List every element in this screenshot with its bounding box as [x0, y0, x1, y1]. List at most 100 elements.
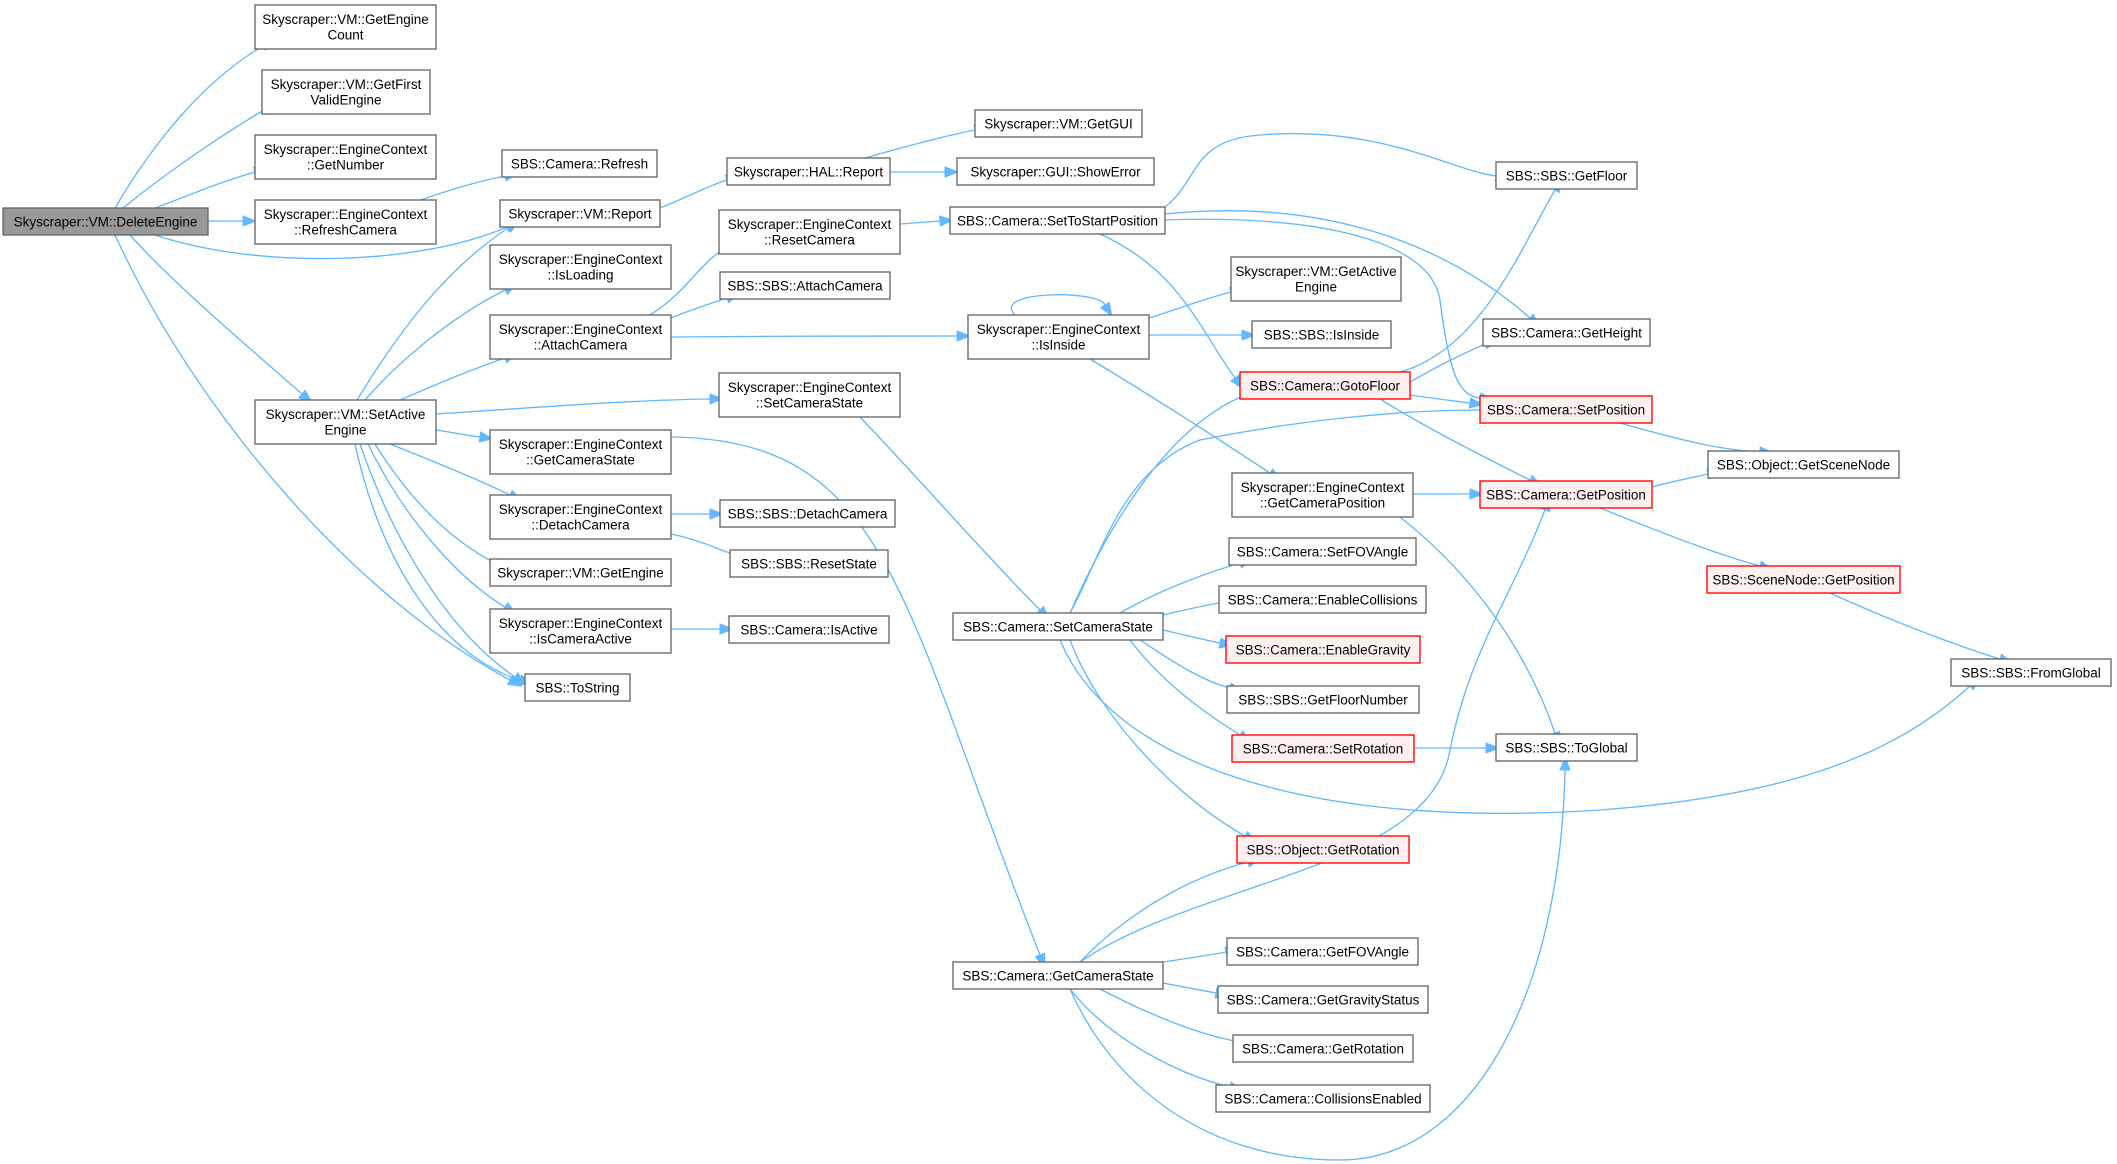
node-label: SBS::SBS::FromGlobal: [1961, 665, 2101, 680]
graph-node-getposition[interactable]: SBS::Camera::GetPosition: [1479, 480, 1653, 509]
node-label: Skyscraper::EngineContext: [264, 207, 428, 222]
graph-node-resetstate[interactable]: SBS::SBS::ResetState: [729, 549, 889, 578]
graph-node-gotofloor[interactable]: SBS::Camera::GotoFloor: [1239, 371, 1411, 400]
graph-node-tostring[interactable]: SBS::ToString: [524, 673, 631, 702]
node-label: Skyscraper::VM::GetEngine: [262, 12, 429, 27]
graph-node-settostart[interactable]: SBS::Camera::SetToStartPosition: [949, 206, 1166, 235]
edge-line: [1651, 473, 1709, 488]
graph-node-ctxattach[interactable]: Skyscraper::EngineContext::AttachCamera: [489, 314, 672, 360]
node-label: SBS::Object::GetRotation: [1246, 842, 1399, 857]
graph-node-showerror[interactable]: Skyscraper::GUI::ShowError: [956, 157, 1155, 186]
node-label: Engine: [1295, 280, 1337, 295]
node-label: SBS::Camera::CollisionsEnabled: [1224, 1091, 1421, 1106]
graph-node-ctxiscamactive[interactable]: Skyscraper::EngineContext::IsCameraActiv…: [489, 608, 672, 654]
edge-line: [1010, 294, 1106, 316]
node-label: Skyscraper::EngineContext: [499, 437, 663, 452]
graph-node-objgetrotation[interactable]: SBS::Object::GetRotation: [1236, 835, 1410, 864]
node-box: [1479, 480, 1653, 509]
graph-node-vmreport[interactable]: Skyscraper::VM::Report: [499, 199, 661, 228]
graph-node-setfovangle[interactable]: SBS::Camera::SetFOVAngle: [1228, 537, 1417, 566]
graph-node-enablecollisions[interactable]: SBS::Camera::EnableCollisions: [1218, 585, 1427, 614]
call-edge: [1599, 507, 1774, 572]
node-label: Skyscraper::EngineContext: [1241, 480, 1405, 495]
graph-node-camgetstate[interactable]: SBS::Camera::GetCameraState: [952, 961, 1164, 990]
node-label: Skyscraper::EngineContext: [499, 322, 663, 337]
graph-node-scenegetpos[interactable]: SBS::SceneNode::GetPosition: [1706, 565, 1901, 594]
graph-node-refreshcamera[interactable]: Skyscraper::EngineContext::RefreshCamera: [254, 199, 437, 245]
node-box: [726, 157, 891, 186]
graph-node-enablegravity[interactable]: SBS::Camera::EnableGravity: [1225, 635, 1421, 664]
graph-node-ctxsetcamstate[interactable]: Skyscraper::EngineContext::SetCameraStat…: [718, 372, 901, 418]
call-edge: [890, 166, 960, 178]
node-box: [952, 961, 1164, 990]
node-label: Count: [327, 28, 363, 43]
node-box: [254, 134, 437, 180]
graph-node-camrefresh[interactable]: SBS::Camera::Refresh: [501, 149, 658, 178]
node-box: [261, 69, 431, 115]
graph-node-getfloornumber[interactable]: SBS::SBS::GetFloorNumber: [1226, 685, 1420, 714]
edge-line: [154, 171, 256, 209]
node-label: SBS::Camera::SetPosition: [1487, 402, 1645, 417]
node-label: SBS::ToString: [535, 680, 619, 695]
node-label: ValidEngine: [310, 93, 381, 108]
graph-node-getscenenode[interactable]: SBS::Object::GetSceneNode: [1707, 450, 1900, 479]
node-label: Skyscraper::VM::GetActive: [1235, 264, 1396, 279]
call-edge: [114, 234, 523, 687]
graph-node-camgetrotation[interactable]: SBS::Camera::GetRotation: [1232, 1034, 1414, 1063]
graph-node-isloading[interactable]: Skyscraper::EngineContext::IsLoading: [489, 244, 672, 290]
graph-node-ctxdetach[interactable]: Skyscraper::EngineContext::DetachCamera: [489, 494, 672, 540]
graph-node-camisactive[interactable]: SBS::Camera::IsActive: [728, 615, 890, 644]
node-label: SBS::Camera::SetRotation: [1243, 741, 1404, 756]
graph-node-ctxisinside[interactable]: Skyscraper::EngineContext::IsInside: [967, 314, 1150, 360]
node-label: ::RefreshCamera: [294, 223, 397, 238]
graph-node-sbsdetach[interactable]: SBS::SBS::DetachCamera: [719, 499, 896, 528]
graph-node-togloabl[interactable]: SBS::SBS::ToGlobal: [1495, 733, 1638, 762]
graph-node-deleteengine[interactable]: Skyscraper::VM::DeleteEngine: [2, 207, 209, 236]
graph-node-sbsattach[interactable]: SBS::SBS::AttachCamera: [719, 271, 891, 300]
edge-line: [899, 220, 941, 225]
node-label: SBS::SBS::AttachCamera: [727, 278, 883, 293]
call-edge: [122, 102, 277, 209]
graph-node-camsetstate[interactable]: SBS::Camera::SetCameraState: [952, 612, 1164, 641]
graph-node-getgui[interactable]: Skyscraper::VM::GetGUI: [974, 109, 1143, 138]
edge-line: [1619, 422, 1761, 453]
graph-node-vmgetengine[interactable]: Skyscraper::VM::GetEngine: [489, 558, 672, 587]
node-label: SBS::Camera::GetHeight: [1491, 325, 1642, 340]
edge-line: [859, 416, 1041, 611]
node-box: [489, 244, 672, 290]
graph-node-getfovangle[interactable]: SBS::Camera::GetFOVAngle: [1226, 937, 1419, 966]
graph-node-fromglobal[interactable]: SBS::SBS::FromGlobal: [1950, 658, 2112, 687]
node-label: Skyscraper::EngineContext: [264, 142, 428, 157]
edge-arrowhead: [1241, 329, 1257, 341]
node-label: SBS::Camera::GetGravityStatus: [1227, 992, 1420, 1007]
node-box: [489, 494, 672, 540]
call-edge: [399, 352, 519, 401]
graph-node-setrotation[interactable]: SBS::Camera::SetRotation: [1231, 734, 1415, 763]
graph-node-getnumber[interactable]: Skyscraper::EngineContext::GetNumber: [254, 134, 437, 180]
edge-line: [1379, 398, 1531, 481]
graph-node-ctxgetcamstate[interactable]: Skyscraper::EngineContext::GetCameraStat…: [489, 429, 672, 475]
node-box: [1218, 585, 1427, 614]
edge-arrowhead: [1469, 488, 1485, 500]
graph-node-getgravitystatus[interactable]: SBS::Camera::GetGravityStatus: [1217, 985, 1429, 1014]
graph-node-halreport[interactable]: Skyscraper::HAL::Report: [726, 157, 891, 186]
graph-node-resetcamera[interactable]: Skyscraper::EngineContext::ResetCamera: [718, 209, 901, 255]
graph-node-getfloor[interactable]: SBS::SBS::GetFloor: [1495, 161, 1638, 190]
node-label: Skyscraper::EngineContext: [499, 616, 663, 631]
node-label: SBS::Camera::SetToStartPosition: [957, 213, 1158, 228]
node-label: SBS::Camera::EnableGravity: [1236, 642, 1411, 657]
edge-arrowhead: [939, 215, 955, 227]
graph-node-sbsisinside[interactable]: SBS::SBS::IsInside: [1251, 320, 1392, 349]
node-box: [1226, 685, 1420, 714]
graph-node-collisionsenabled[interactable]: SBS::Camera::CollisionsEnabled: [1215, 1084, 1431, 1113]
graph-node-getheight[interactable]: SBS::Camera::GetHeight: [1482, 318, 1651, 347]
graph-node-setposition[interactable]: SBS::Camera::SetPosition: [1479, 395, 1653, 424]
graph-node-ctxgetcampos[interactable]: Skyscraper::EngineContext::GetCameraPosi…: [1231, 472, 1414, 518]
node-label: SBS::SBS::IsInside: [1264, 327, 1380, 342]
node-label: Skyscraper::VM::GetFirst: [271, 77, 422, 92]
